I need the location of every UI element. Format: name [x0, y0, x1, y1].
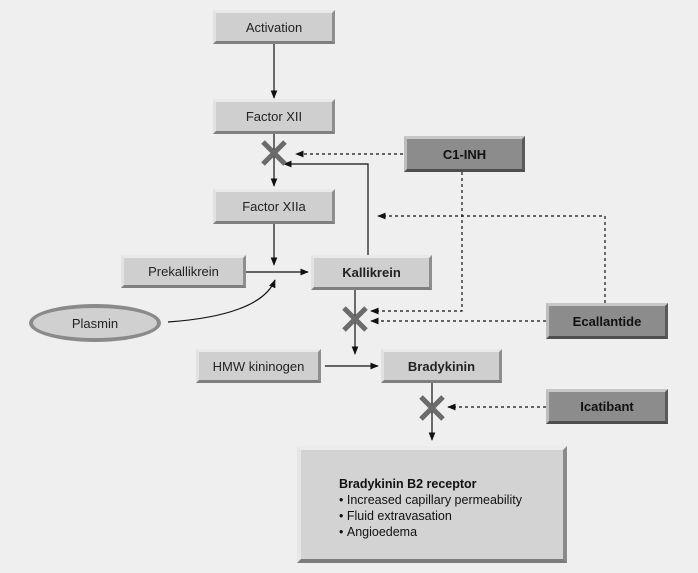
node-icatibant: Icatibant: [546, 389, 668, 424]
dashed-ecallantide-to-kallikrein-feedback: [377, 212, 606, 303]
inhibition-cross-kallikrein: [342, 306, 368, 332]
inhibition-cross-receptor: [419, 395, 445, 421]
node-c1-inh: C1-INH: [404, 136, 525, 172]
node-bradykinin-b2-receptor: Bradykinin B2 receptor Increased capilla…: [297, 446, 567, 563]
arrow-kallikrein-feedback: [283, 160, 369, 256]
receptor-effect-item: Fluid extravasation: [339, 508, 563, 524]
dashed-c1inh-to-kallikrein: [370, 172, 463, 315]
node-factor-xii: Factor XII: [213, 99, 335, 134]
node-bradykinin: Bradykinin: [381, 349, 502, 383]
node-kallikrein: Kallikrein: [311, 255, 432, 290]
node-hmw-kininogen: HMW kininogen: [196, 349, 321, 383]
arrow-plasmin-curve: [167, 279, 276, 323]
receptor-effect-item: Angioedema: [339, 524, 563, 540]
receptor-effects-list: Increased capillary permeability Fluid e…: [339, 492, 563, 540]
node-factor-xiia: Factor XIIa: [213, 189, 335, 224]
node-plasmin: Plasmin: [29, 304, 161, 342]
receptor-effect-item: Increased capillary permeability: [339, 492, 563, 508]
node-prekallikrein: Prekallikrein: [121, 255, 246, 288]
node-ecallantide: Ecallantide: [546, 303, 668, 339]
receptor-title: Bradykinin B2 receptor: [339, 477, 477, 491]
inhibition-cross-factor-xii: [261, 140, 287, 166]
node-activation: Activation: [213, 10, 335, 44]
